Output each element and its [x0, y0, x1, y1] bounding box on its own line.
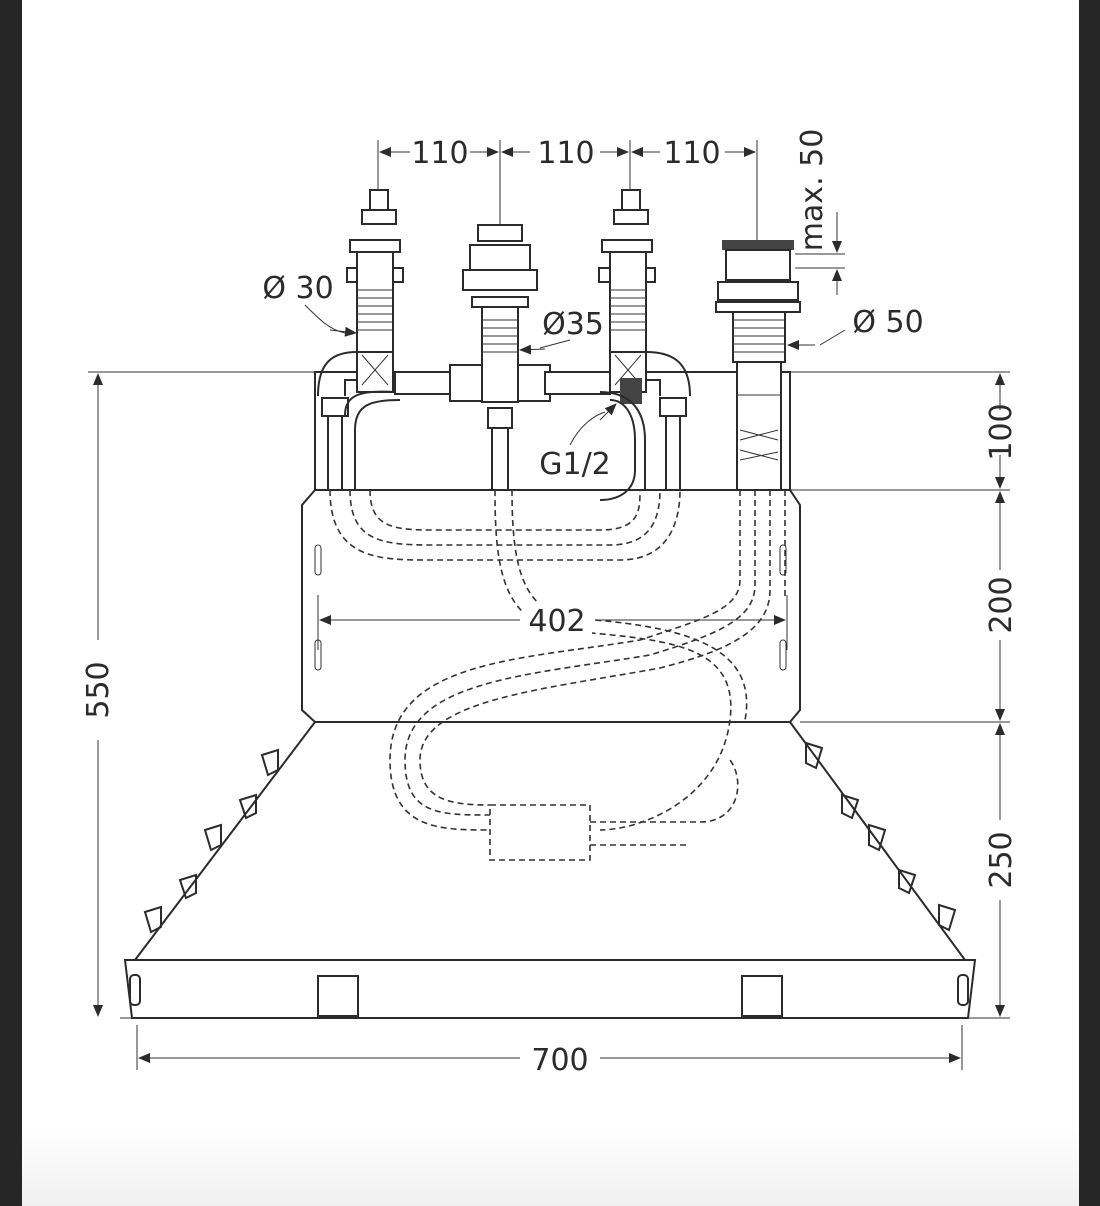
crossbar — [317, 351, 691, 501]
dimension-lines — [88, 140, 1010, 1070]
max-height-label: max. 50 — [795, 129, 830, 252]
base-foot-left — [317, 975, 359, 1017]
diameter-left-label: Ø 30 — [262, 271, 333, 306]
inner-width-label: 402 — [528, 604, 585, 639]
lower-height-label: 250 — [984, 831, 1019, 888]
middle-height-label: 200 — [984, 576, 1019, 633]
thread-label: G1/2 — [539, 447, 611, 482]
upper-height-label: 100 — [984, 403, 1019, 460]
diameter-center-label: Ø35 — [542, 307, 604, 342]
spacing-label-3: 110 — [663, 136, 720, 171]
spacing-label-1: 110 — [411, 136, 468, 171]
valve-left — [346, 189, 404, 393]
total-height-label: 550 — [81, 661, 116, 718]
hoses — [329, 489, 786, 861]
diameter-drain-label: Ø 50 — [852, 305, 923, 340]
side-fins — [143, 741, 957, 934]
base-plate — [123, 959, 977, 1019]
lower-trapezoid — [132, 721, 967, 961]
spacing-label-2: 110 — [537, 136, 594, 171]
base-foot-right — [741, 975, 783, 1017]
dimension-labels: 110 110 110 max. 50 Ø 30 Ø35 Ø 50 G1/2 4… — [81, 129, 1019, 1078]
total-width-label: 700 — [531, 1043, 588, 1078]
drain — [715, 240, 801, 491]
